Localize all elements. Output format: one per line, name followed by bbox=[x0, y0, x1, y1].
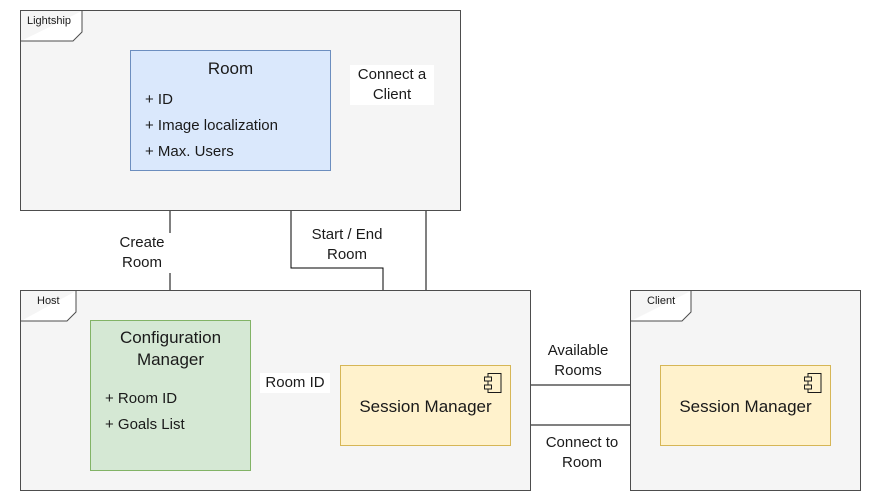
configuration-manager-box[interactable]: Configuration Manager + Room ID + Goals … bbox=[90, 320, 251, 471]
edge-label-connect-to-room: Connect to Room bbox=[536, 433, 628, 473]
lightship-frame-label: Lightship bbox=[27, 15, 72, 27]
room-title: Room bbox=[207, 59, 254, 78]
edge-label-line: Rooms bbox=[554, 362, 602, 379]
host-frame-label: Host bbox=[37, 295, 60, 307]
edge-label-line: Connect a bbox=[357, 66, 427, 83]
edge-label-available-rooms: Available Rooms bbox=[536, 341, 620, 381]
room-attr-max-users: + Max. Users bbox=[145, 143, 234, 160]
component-icon bbox=[484, 373, 502, 393]
host-session-manager-box[interactable]: Session Manager bbox=[340, 365, 511, 446]
edge-label-line: Available bbox=[547, 342, 609, 359]
component-icon bbox=[804, 373, 822, 393]
edge-label-line: Start / End bbox=[311, 226, 383, 243]
edge-label-line: Room ID bbox=[265, 374, 325, 391]
edge-label-room-id: Room ID bbox=[260, 373, 330, 393]
client-session-manager-title: Session Manager bbox=[679, 397, 812, 416]
configuration-manager-title-line2: Manager bbox=[136, 350, 205, 369]
edge-label-line: Room bbox=[561, 454, 602, 471]
edge-label-start-end-room: Start / End Room bbox=[302, 225, 392, 265]
frame-tab-shape bbox=[21, 291, 77, 322]
edge-label-line: Room bbox=[121, 254, 162, 271]
configuration-manager-attributes: + Room ID + Goals List bbox=[105, 386, 185, 438]
edge-label-line: Client bbox=[372, 86, 412, 103]
frame-tab-shape bbox=[21, 11, 83, 42]
config-attr-room-id: + Room ID bbox=[105, 390, 178, 407]
edge-label-line: Connect to bbox=[545, 434, 619, 451]
host-session-manager-title: Session Manager bbox=[359, 397, 492, 416]
client-frame-label: Client bbox=[647, 295, 676, 307]
room-attr-image-localization: + Image localization bbox=[145, 117, 278, 134]
edge-label-line: Room bbox=[326, 246, 367, 263]
lightship-frame: Lightship bbox=[20, 10, 461, 211]
room-box[interactable]: Room + ID + Image localization + Max. Us… bbox=[130, 50, 331, 171]
edge-label-create-room: Create Room bbox=[110, 233, 174, 273]
frame-tab-shape bbox=[631, 291, 692, 322]
edge-label-connect-client: Connect a Client bbox=[350, 65, 434, 105]
edge-label-line: Create bbox=[119, 234, 165, 251]
configuration-manager-title-line1: Configuration bbox=[119, 328, 222, 347]
room-attributes: + ID + Image localization + Max. Users bbox=[145, 87, 278, 165]
config-attr-goals-list: + Goals List bbox=[105, 416, 185, 433]
client-session-manager-box[interactable]: Session Manager bbox=[660, 365, 831, 446]
room-attr-id: + ID bbox=[145, 91, 173, 108]
